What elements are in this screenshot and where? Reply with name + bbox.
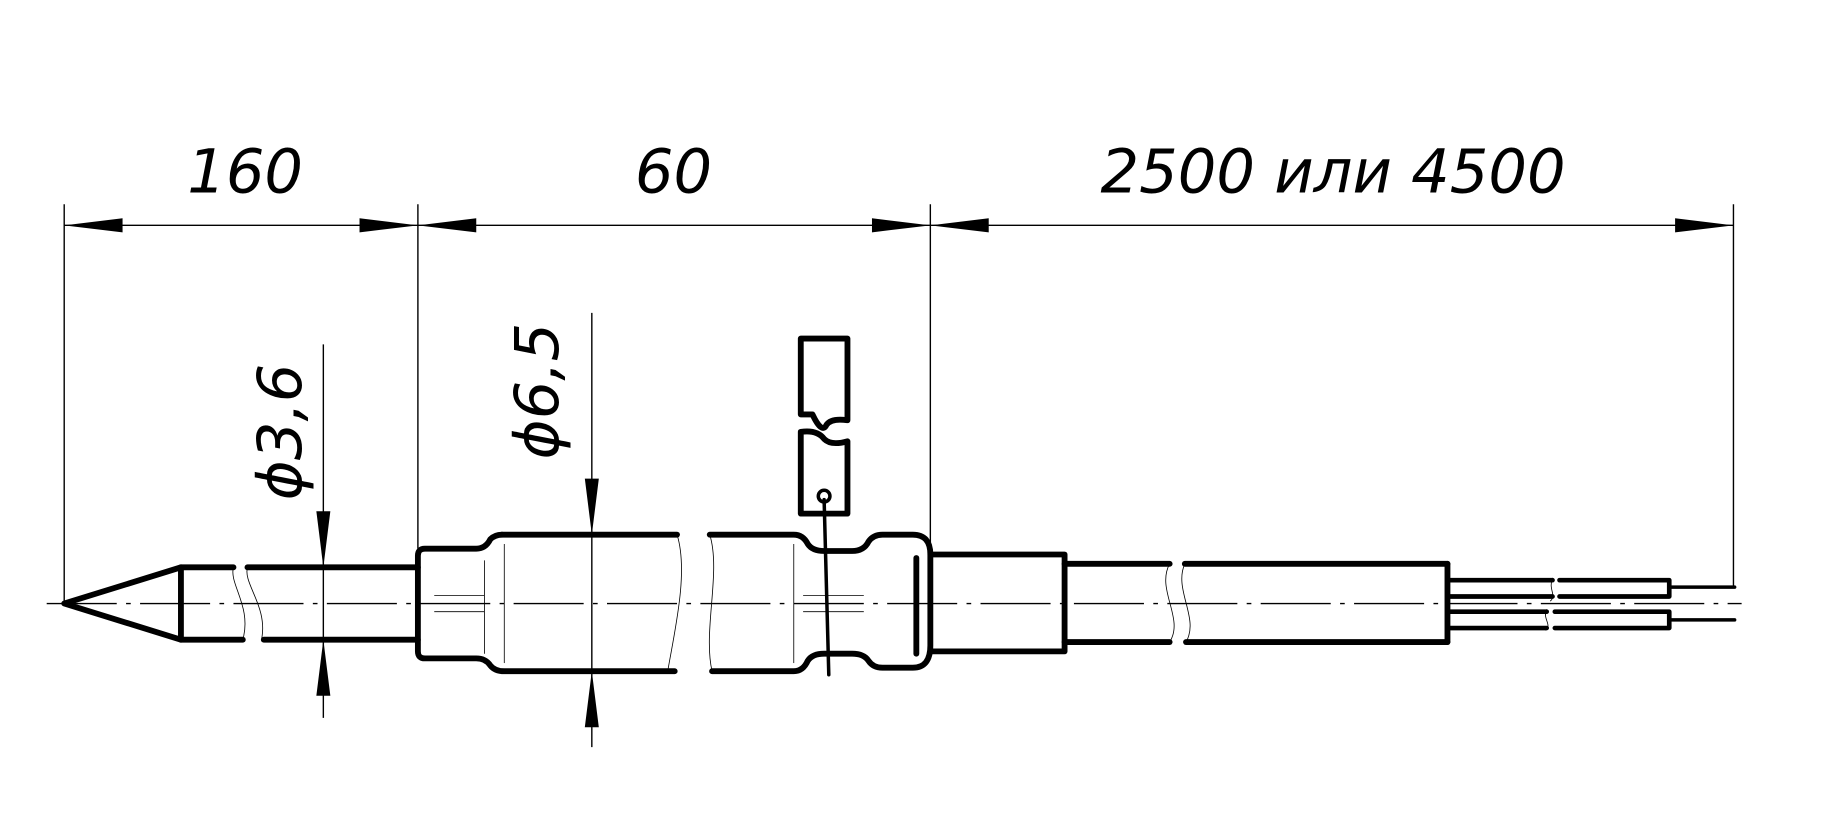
tip-diameter-dimension <box>316 344 331 718</box>
lead-wires <box>1445 577 1737 631</box>
body-length-label: 60 <box>635 138 712 208</box>
marking-tag <box>797 335 851 677</box>
extension-lines <box>63 204 1735 604</box>
tip-diameter-label: ϕ3,6 <box>246 364 316 501</box>
probe-body <box>414 531 934 675</box>
cable <box>927 551 1451 655</box>
probe-tip <box>61 564 421 643</box>
cable-length-label: 2500 или 4500 <box>1100 138 1565 208</box>
tip-length-label: 160 <box>187 138 303 208</box>
body-diameter-dimension <box>584 312 599 748</box>
length-dimension-line <box>64 218 1734 233</box>
body-diameter-label: ϕ6,5 <box>503 323 573 460</box>
